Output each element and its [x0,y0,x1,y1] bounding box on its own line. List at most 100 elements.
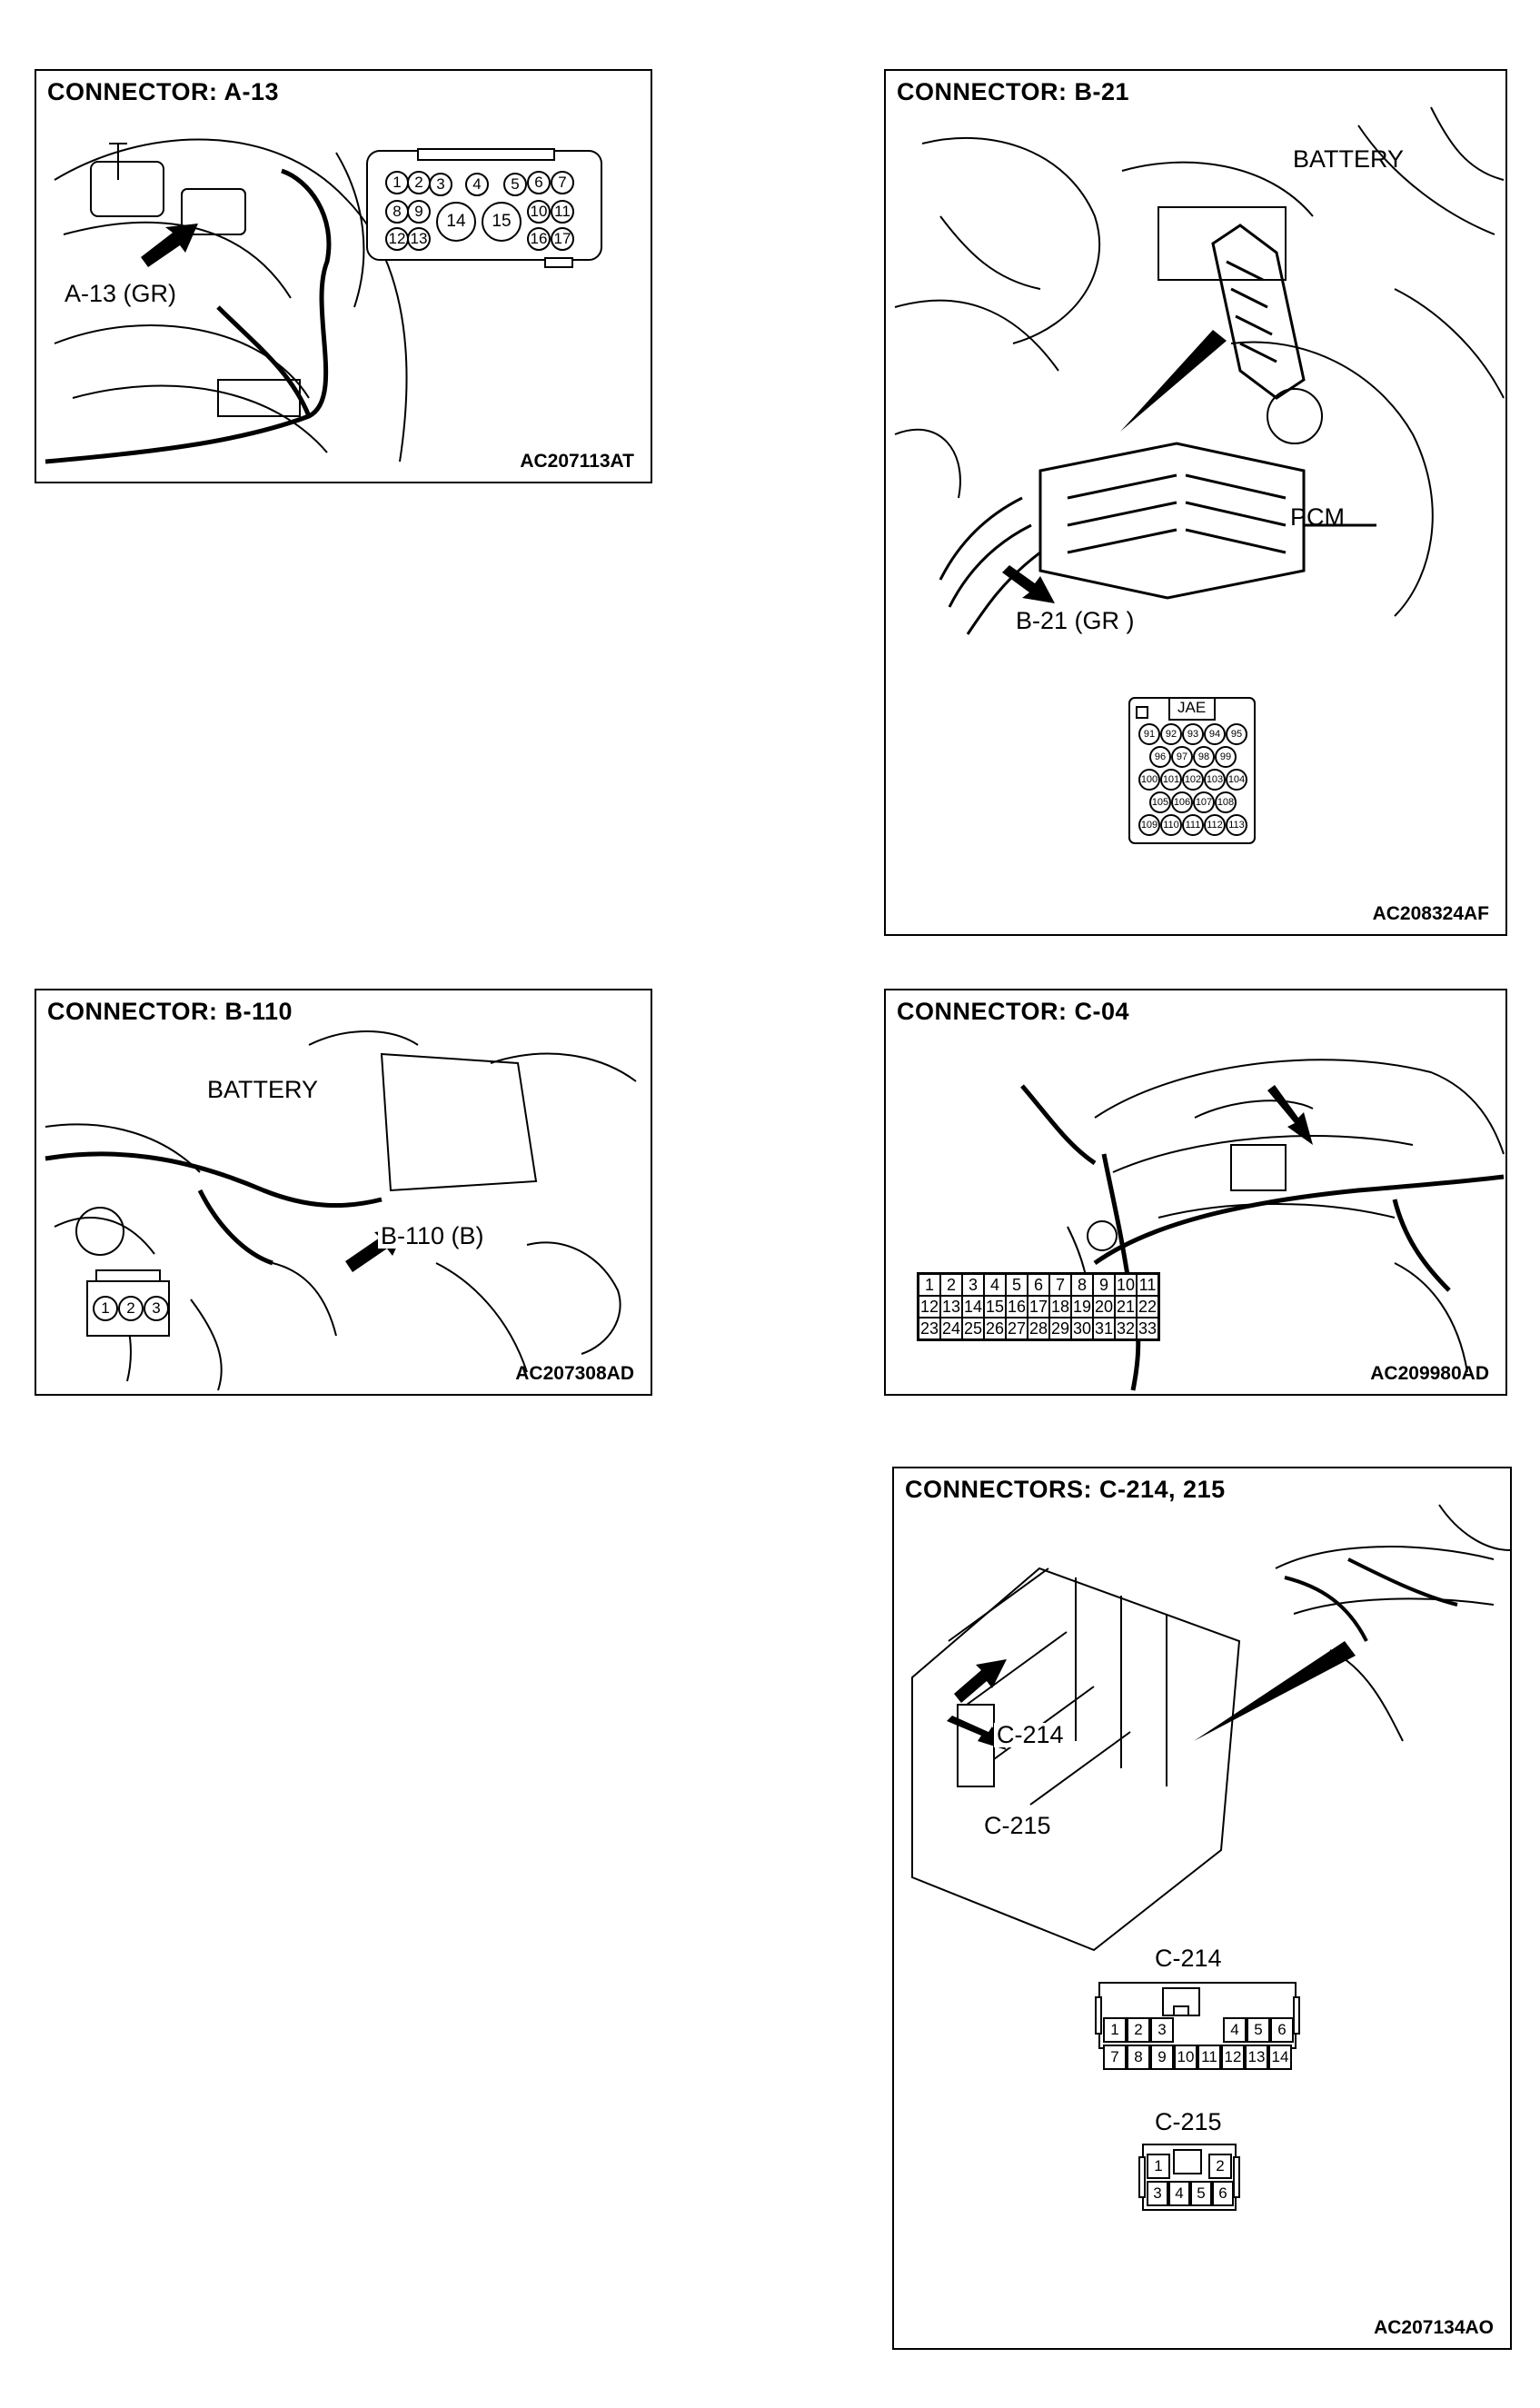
connector-pin: 10 [1115,1274,1137,1296]
panel-title: CONNECTOR: C-04 [897,998,1130,1025]
connector-pin: 12 [919,1296,940,1318]
connector-pin: 17 [1028,1296,1049,1318]
connector-pin: 2 [407,171,431,194]
connector-pin: 107 [1193,791,1215,813]
connector-pin: 33 [1137,1318,1158,1339]
connector-pin: 2 [1208,2154,1232,2179]
connector-pin: 3 [1150,2017,1174,2043]
connector-pin: 13 [1245,2045,1268,2070]
connector-pin: 26 [984,1318,1006,1339]
connector-pin: 1 [919,1274,940,1296]
connector-pin: 10 [1174,2045,1197,2070]
connector-a13-face [366,148,602,268]
figure-code: AC209980AD [1370,1363,1489,1384]
connector-pin: 7 [1103,2045,1127,2070]
c214-callout-label: C-214 [994,1723,1067,1747]
connector-pin: 31 [1093,1318,1115,1339]
connector-pin: 24 [940,1318,962,1339]
connector-pin: 1 [93,1296,118,1321]
connector-pin: 3 [1147,2181,1168,2206]
connector-pin: 11 [1197,2045,1221,2070]
engine-bay-pcm-illustration [894,106,1505,635]
connector-pin: 98 [1193,746,1215,768]
connector-pin: 30 [1071,1318,1093,1339]
connector-pin: 106 [1171,791,1193,813]
connector-pin: 2 [118,1296,144,1321]
connector-pin: 6 [527,171,551,194]
c214-connector-label: C-214 [1155,1945,1222,1972]
connector-maker-label: JAE [1177,699,1207,716]
connector-callout-label: B-21 (GR ) [1013,609,1138,633]
pcm-label: PCM [1290,503,1345,531]
connector-pin: 11 [1137,1274,1158,1296]
connector-pin: 16 [1006,1296,1028,1318]
connector-pin: 99 [1215,746,1237,768]
battery-label: BATTERY [207,1076,319,1103]
connector-pin: 100 [1138,769,1160,791]
connector-callout-label: A-13 (GR) [62,282,180,306]
connector-pin: 1 [385,171,409,194]
connector-pin: 92 [1160,723,1182,745]
connector-pin: 1 [1147,2154,1170,2179]
panel-title: CONNECTOR: B-110 [47,998,293,1025]
connector-pin: 19 [1071,1296,1093,1318]
connector-pin: 94 [1204,723,1226,745]
panel-connectors-c214-c215: CONNECTORS: C-214, 215 C-214 C-215 C-214… [892,1467,1512,2350]
connector-pin: 17 [551,227,574,251]
connector-pin: 27 [1006,1318,1028,1339]
connector-pin: 6 [1212,2181,1234,2206]
connector-pin: 9 [1093,1274,1115,1296]
connector-pin: 13 [407,227,431,251]
connector-pin: 12 [385,227,409,251]
connector-pin: 112 [1204,814,1226,836]
connector-c215-face [1138,2144,1240,2211]
connector-pin: 9 [407,200,431,224]
panel-connector-b21: CONNECTOR: B-21 BATTERY PCM B-21 (GR ) A… [884,69,1507,936]
connector-pin: 8 [1127,2045,1150,2070]
connector-pin: 3 [144,1296,169,1321]
connector-pin: 103 [1204,769,1226,791]
connector-pin: 32 [1115,1318,1137,1339]
connector-pin: 93 [1182,723,1204,745]
connector-pin: 96 [1149,746,1171,768]
connector-pin: 111 [1182,814,1204,836]
connector-pin: 105 [1149,791,1171,813]
figure-code: AC207134AO [1374,2317,1494,2338]
c215-callout-label: C-215 [981,1814,1054,1838]
connector-pin: 110 [1160,814,1182,836]
panel-connector-b110: CONNECTOR: B-110 BATTERY B-110 (B) AC207… [35,989,652,1396]
connector-pin: 8 [1071,1274,1093,1296]
connector-pin: 15 [482,202,522,242]
connector-pin: 22 [1137,1296,1158,1318]
connector-pin: 102 [1182,769,1204,791]
connector-pin: 18 [1049,1296,1071,1318]
connector-pin: 16 [527,227,551,251]
connector-pin: 6 [1270,2017,1294,2043]
panel-title: CONNECTOR: A-13 [47,78,280,105]
connector-pin: 6 [1028,1274,1049,1296]
connector-pin: 21 [1115,1296,1137,1318]
connector-pin: 23 [919,1318,940,1339]
connector-pin: 14 [962,1296,984,1318]
connector-pin: 108 [1215,791,1237,813]
connector-pin: 1 [1103,2017,1127,2043]
connector-b110-face [86,1269,170,1337]
connector-pin: 109 [1138,814,1160,836]
connector-pin: 10 [527,200,551,224]
connector-pin: 4 [1223,2017,1247,2043]
connector-pin: 14 [1268,2045,1292,2070]
connector-pin: 5 [1190,2181,1212,2206]
connector-pin: 4 [465,173,489,196]
junction-block-illustration [911,1504,1510,1952]
connector-pin: 15 [984,1296,1006,1318]
connector-pin: 5 [1006,1274,1028,1296]
connector-pin: 8 [385,200,409,224]
connector-pin: 95 [1226,723,1247,745]
connector-pin: 14 [436,202,476,242]
connector-pin: 9 [1150,2045,1174,2070]
connector-pin: 5 [503,173,527,196]
connector-pin: 28 [1028,1318,1049,1339]
